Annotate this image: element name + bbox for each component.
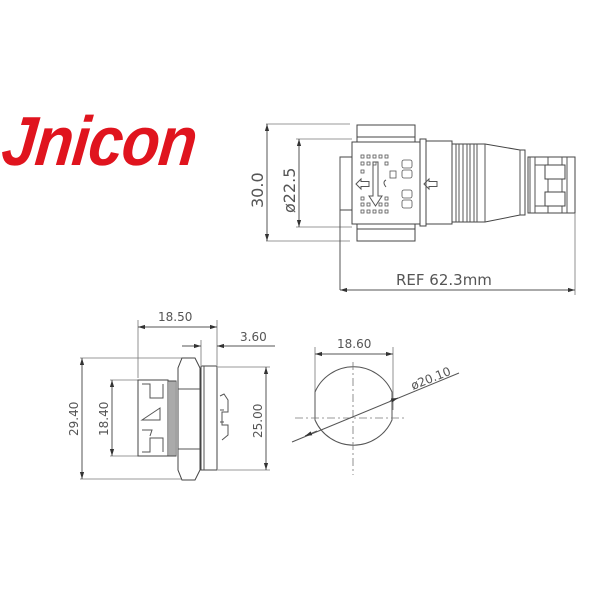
dim-height-18-40: 18.40 bbox=[97, 402, 111, 436]
dim-diameter-22-5: ø22.5 bbox=[280, 168, 299, 213]
dim-height-25-00: 25.00 bbox=[251, 404, 265, 438]
panel-cutout-view: 18.60 ø20.10 bbox=[291, 337, 460, 475]
connector-side-view: 30.0 ø22.5 REF 62.3mm bbox=[248, 123, 576, 295]
dim-ref-length: REF 62.3mm bbox=[396, 271, 492, 289]
dim-height-29-40: 29.40 bbox=[67, 402, 81, 436]
dim-height-30: 30.0 bbox=[248, 172, 267, 208]
dim-flange-3-60: 3.60 bbox=[240, 330, 267, 344]
dim-depth-18-50: 18.50 bbox=[158, 310, 192, 324]
dim-diameter-20-10: ø20.10 bbox=[409, 364, 453, 393]
panel-mount-view: 18.50 3.60 29.40 18.40 25.00 bbox=[67, 310, 275, 481]
dim-width-18-60: 18.60 bbox=[337, 337, 371, 351]
